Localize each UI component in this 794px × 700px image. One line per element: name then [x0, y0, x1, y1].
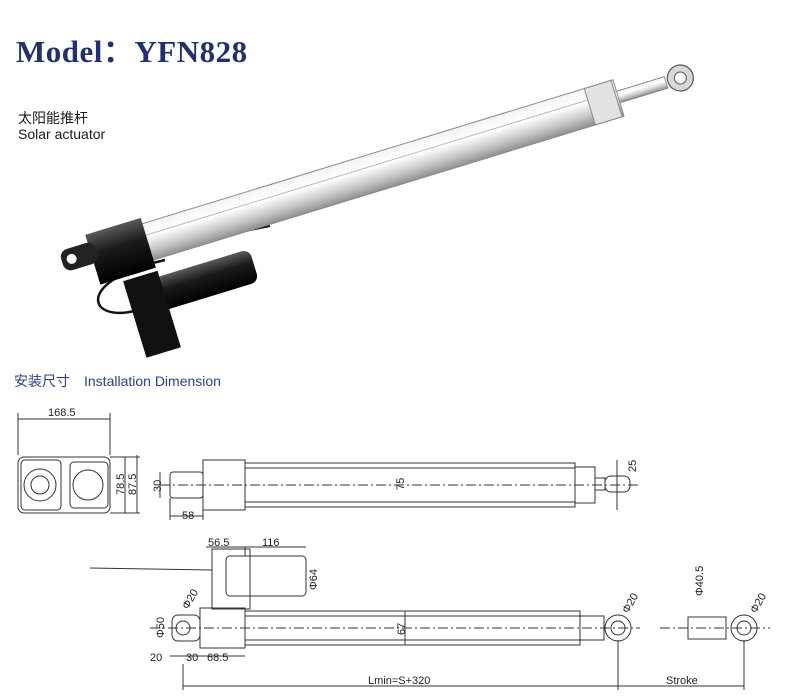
dim-20: 20 — [150, 652, 162, 664]
dim-78-5: 78.5 — [115, 474, 127, 495]
section-title: 安装尺寸 Installation Dimension — [14, 371, 235, 391]
dim-phi20-c: Φ20 — [620, 591, 641, 615]
dim-30: 30 — [152, 480, 164, 492]
dim-67: 67 — [396, 623, 408, 635]
product-name-cn: 太阳能推杆 — [18, 110, 88, 126]
dim-30b: 30 — [186, 652, 198, 664]
dim-56-5: 56.5 — [208, 537, 229, 549]
section-title-en: Installation Dimension — [84, 373, 221, 389]
dim-87-5: 87.5 — [127, 474, 139, 495]
dim-25: 25 — [627, 460, 639, 472]
product-name-en: Solar actuator — [18, 126, 106, 142]
dim-phi20-a: Φ20 — [180, 587, 201, 611]
dim-lmin: Lmin=S+320 — [368, 675, 430, 687]
dim-168-5: 168.5 — [48, 407, 76, 419]
top-view — [159, 459, 640, 520]
dim-68-5: 68.5 — [207, 652, 228, 664]
dim-stroke: Stroke — [666, 675, 698, 687]
side-view — [89, 546, 770, 690]
end-view — [17, 413, 140, 514]
dim-116: 116 — [262, 537, 280, 549]
dim-phi20-d: Φ20 — [748, 591, 769, 615]
dim-58: 58 — [182, 510, 194, 522]
section-title-cn: 安装尺寸 — [14, 373, 70, 389]
dim-phi64: Φ64 — [308, 569, 320, 590]
dim-phi50: Φ50 — [155, 617, 167, 638]
dim-phi40-5: Φ40.5 — [694, 566, 706, 596]
model-title: Model：YFN828 — [16, 34, 248, 69]
dim-75: 75 — [395, 478, 407, 490]
